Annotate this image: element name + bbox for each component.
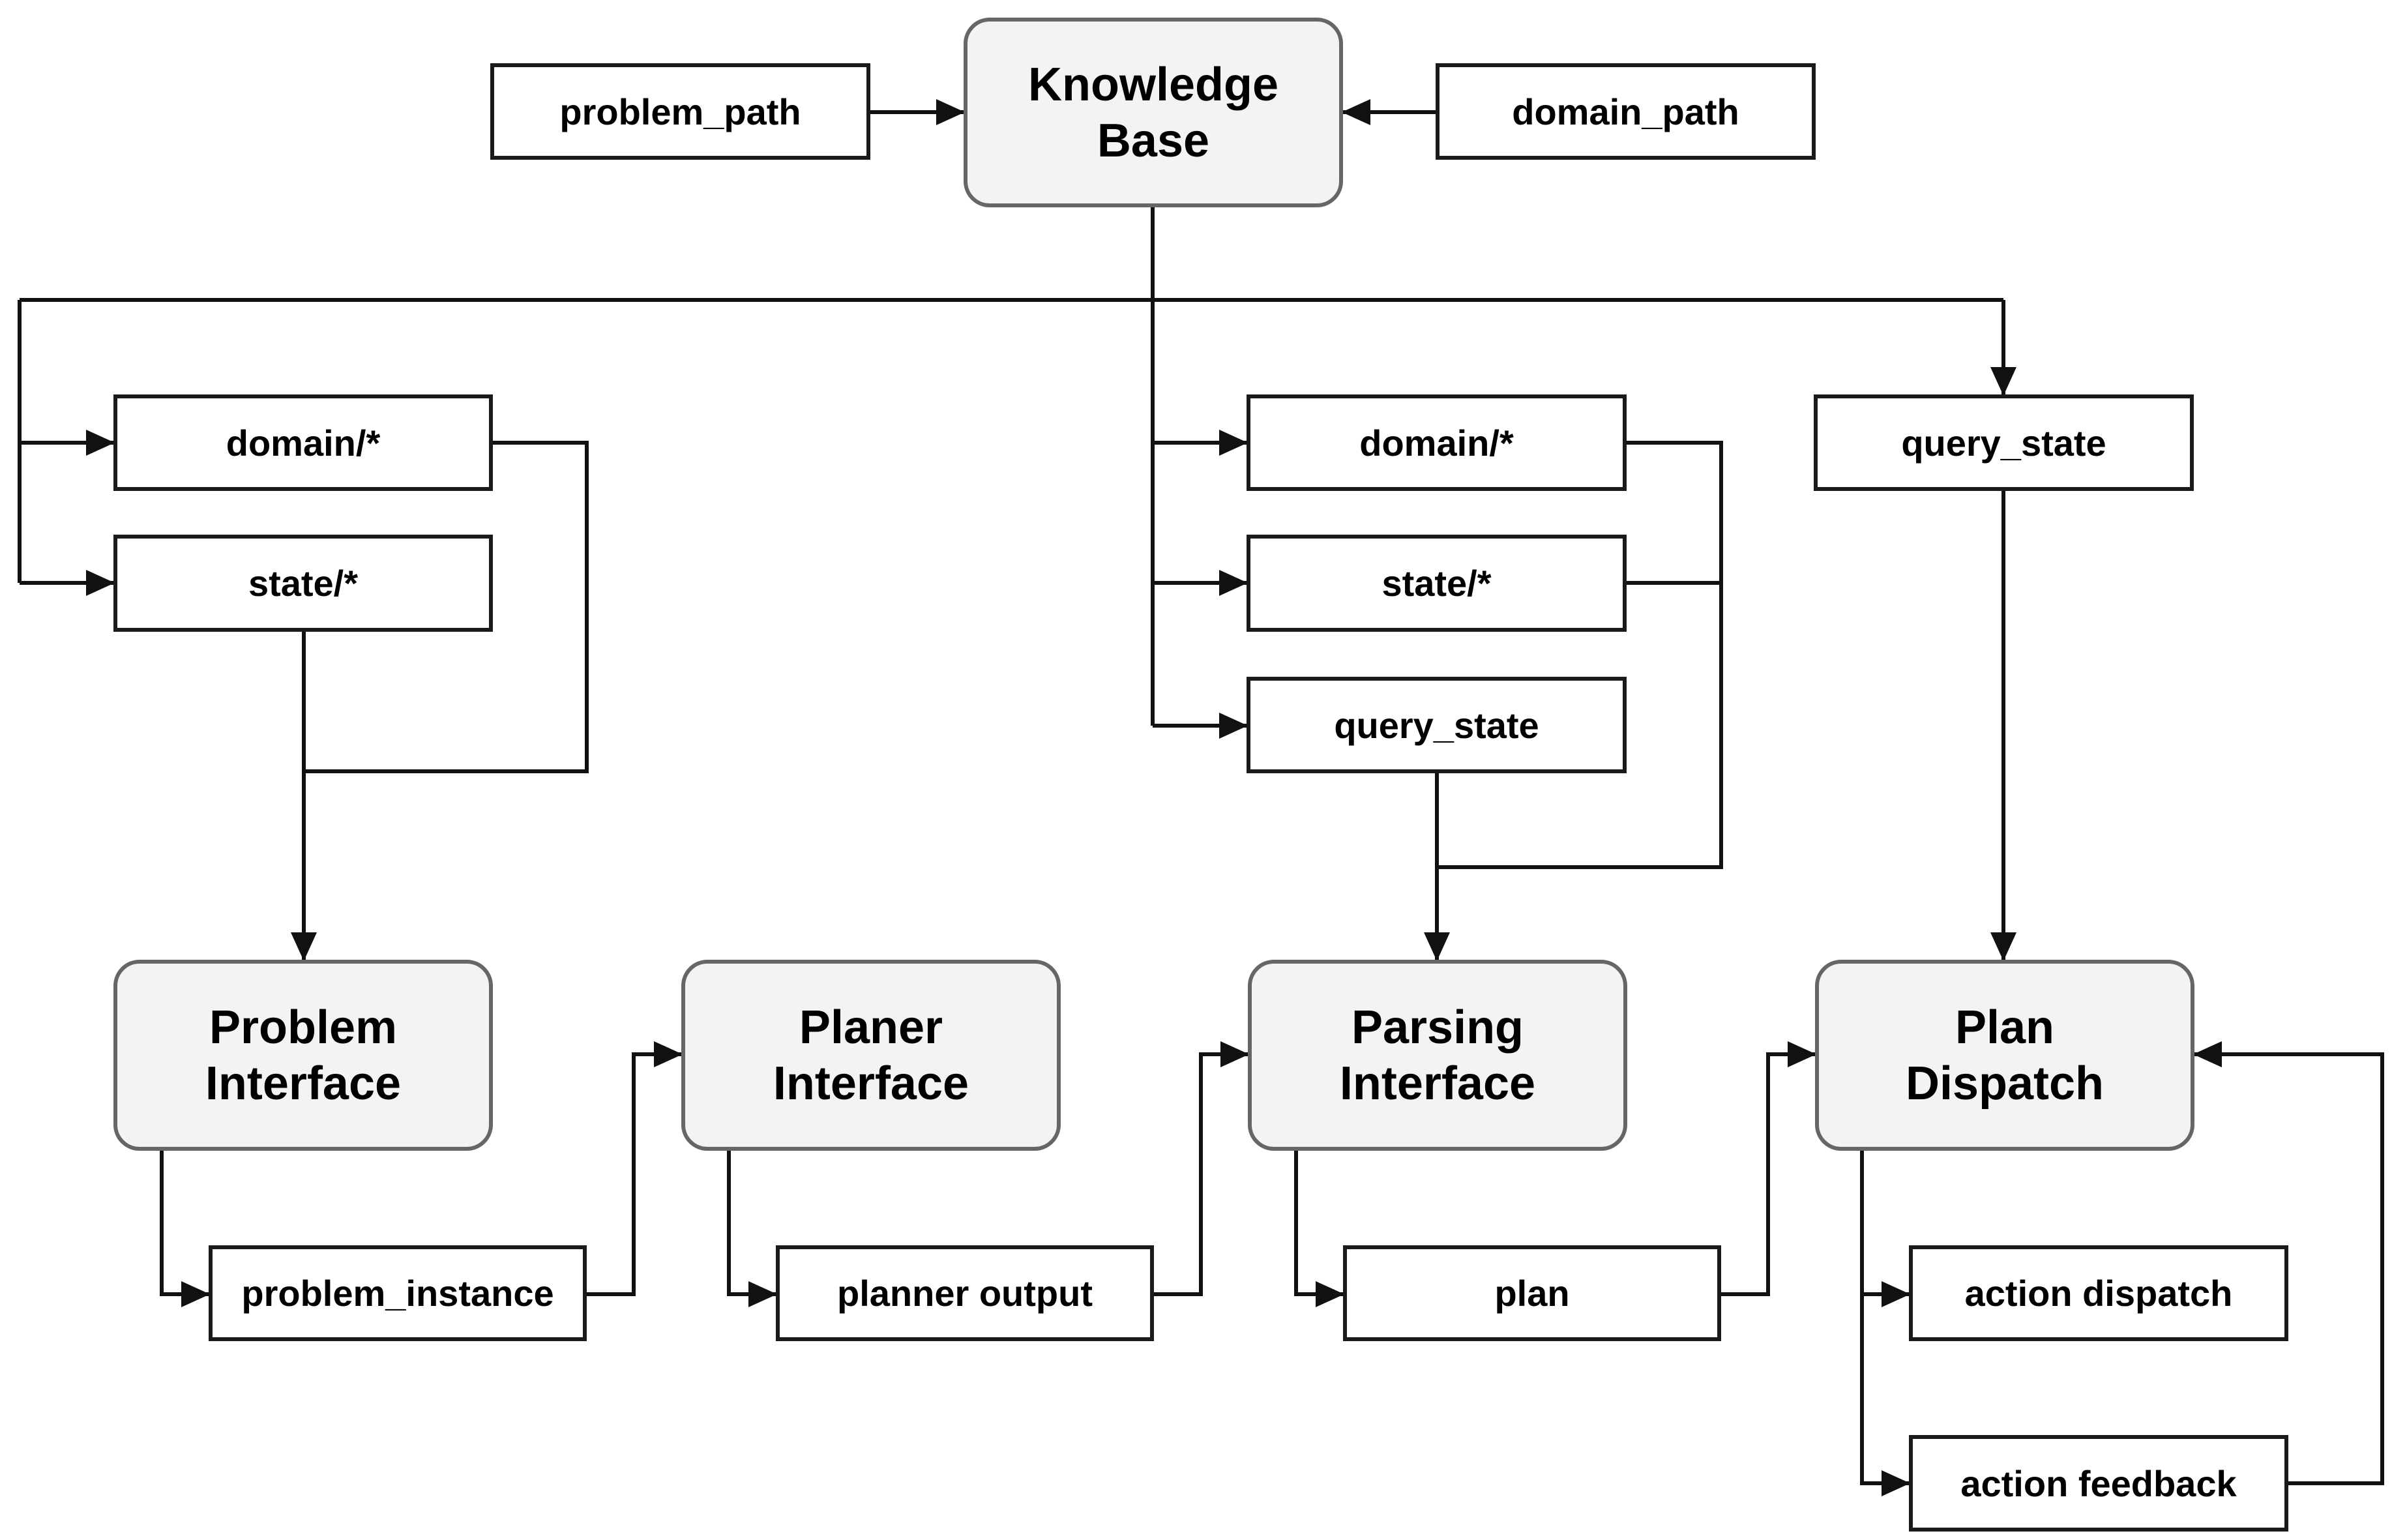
- action-dispatch-topic: action dispatch: [1909, 1245, 2288, 1341]
- edge-planner-output-to-parsing-interface: [1154, 1041, 1249, 1296]
- edge-problem-instance-to-planner-interface: [587, 1041, 683, 1296]
- edge-parsing-domain-merge: [1437, 441, 1723, 869]
- edge-plan-to-plan-dispatch: [1721, 1041, 1816, 1296]
- edge-plan-dispatch-to-action-feedback: [1860, 1294, 1910, 1496]
- parsing-query-state-topic: query_state: [1247, 677, 1627, 773]
- action-feedback-topic: action feedback: [1909, 1435, 2288, 1532]
- domain-path-topic: domain_path: [1436, 63, 1816, 160]
- parsing-state-topic: state/*: [1247, 535, 1627, 632]
- edge-action-feedback-to-plan-dispatch: [2193, 1041, 2384, 1485]
- edge-problem-interface-to-problem-instance: [160, 1151, 210, 1307]
- planner-interface-line1: Planer: [799, 1001, 943, 1054]
- problem-interface-line1: Problem: [209, 1001, 398, 1054]
- plan-dispatch-line1: Plan: [1955, 1001, 2055, 1054]
- planner-output-topic: planner output: [776, 1245, 1154, 1341]
- plan-dispatch-line2: Dispatch: [1905, 1057, 2104, 1110]
- dispatch-query-state-topic: query_state: [1814, 394, 2194, 491]
- knowledge-base-line2: Base: [1097, 114, 1210, 167]
- plan-topic: plan: [1343, 1245, 1721, 1341]
- parsing-interface-line1: Parsing: [1351, 1001, 1524, 1054]
- problem-state-topic: state/*: [113, 535, 493, 632]
- problem-domain-topic: domain/*: [113, 394, 493, 491]
- edge-problem-domain-merge: [304, 441, 589, 773]
- planner-interface-line2: Interface: [773, 1057, 969, 1110]
- knowledge-base-line1: Knowledge: [1027, 58, 1278, 111]
- problem-interface-line2: Interface: [205, 1057, 402, 1110]
- edge-parsing-interface-to-plan: [1294, 1151, 1344, 1307]
- edge-plan-dispatch-to-action-dispatch: [1860, 1151, 1910, 1307]
- problem-path-topic: problem_path: [490, 63, 870, 160]
- problem-instance-topic: problem_instance: [209, 1245, 587, 1341]
- parsing-domain-topic: domain/*: [1247, 394, 1627, 491]
- parsing-interface-line2: Interface: [1339, 1057, 1536, 1110]
- edge-planner-interface-to-planner-output: [727, 1151, 777, 1307]
